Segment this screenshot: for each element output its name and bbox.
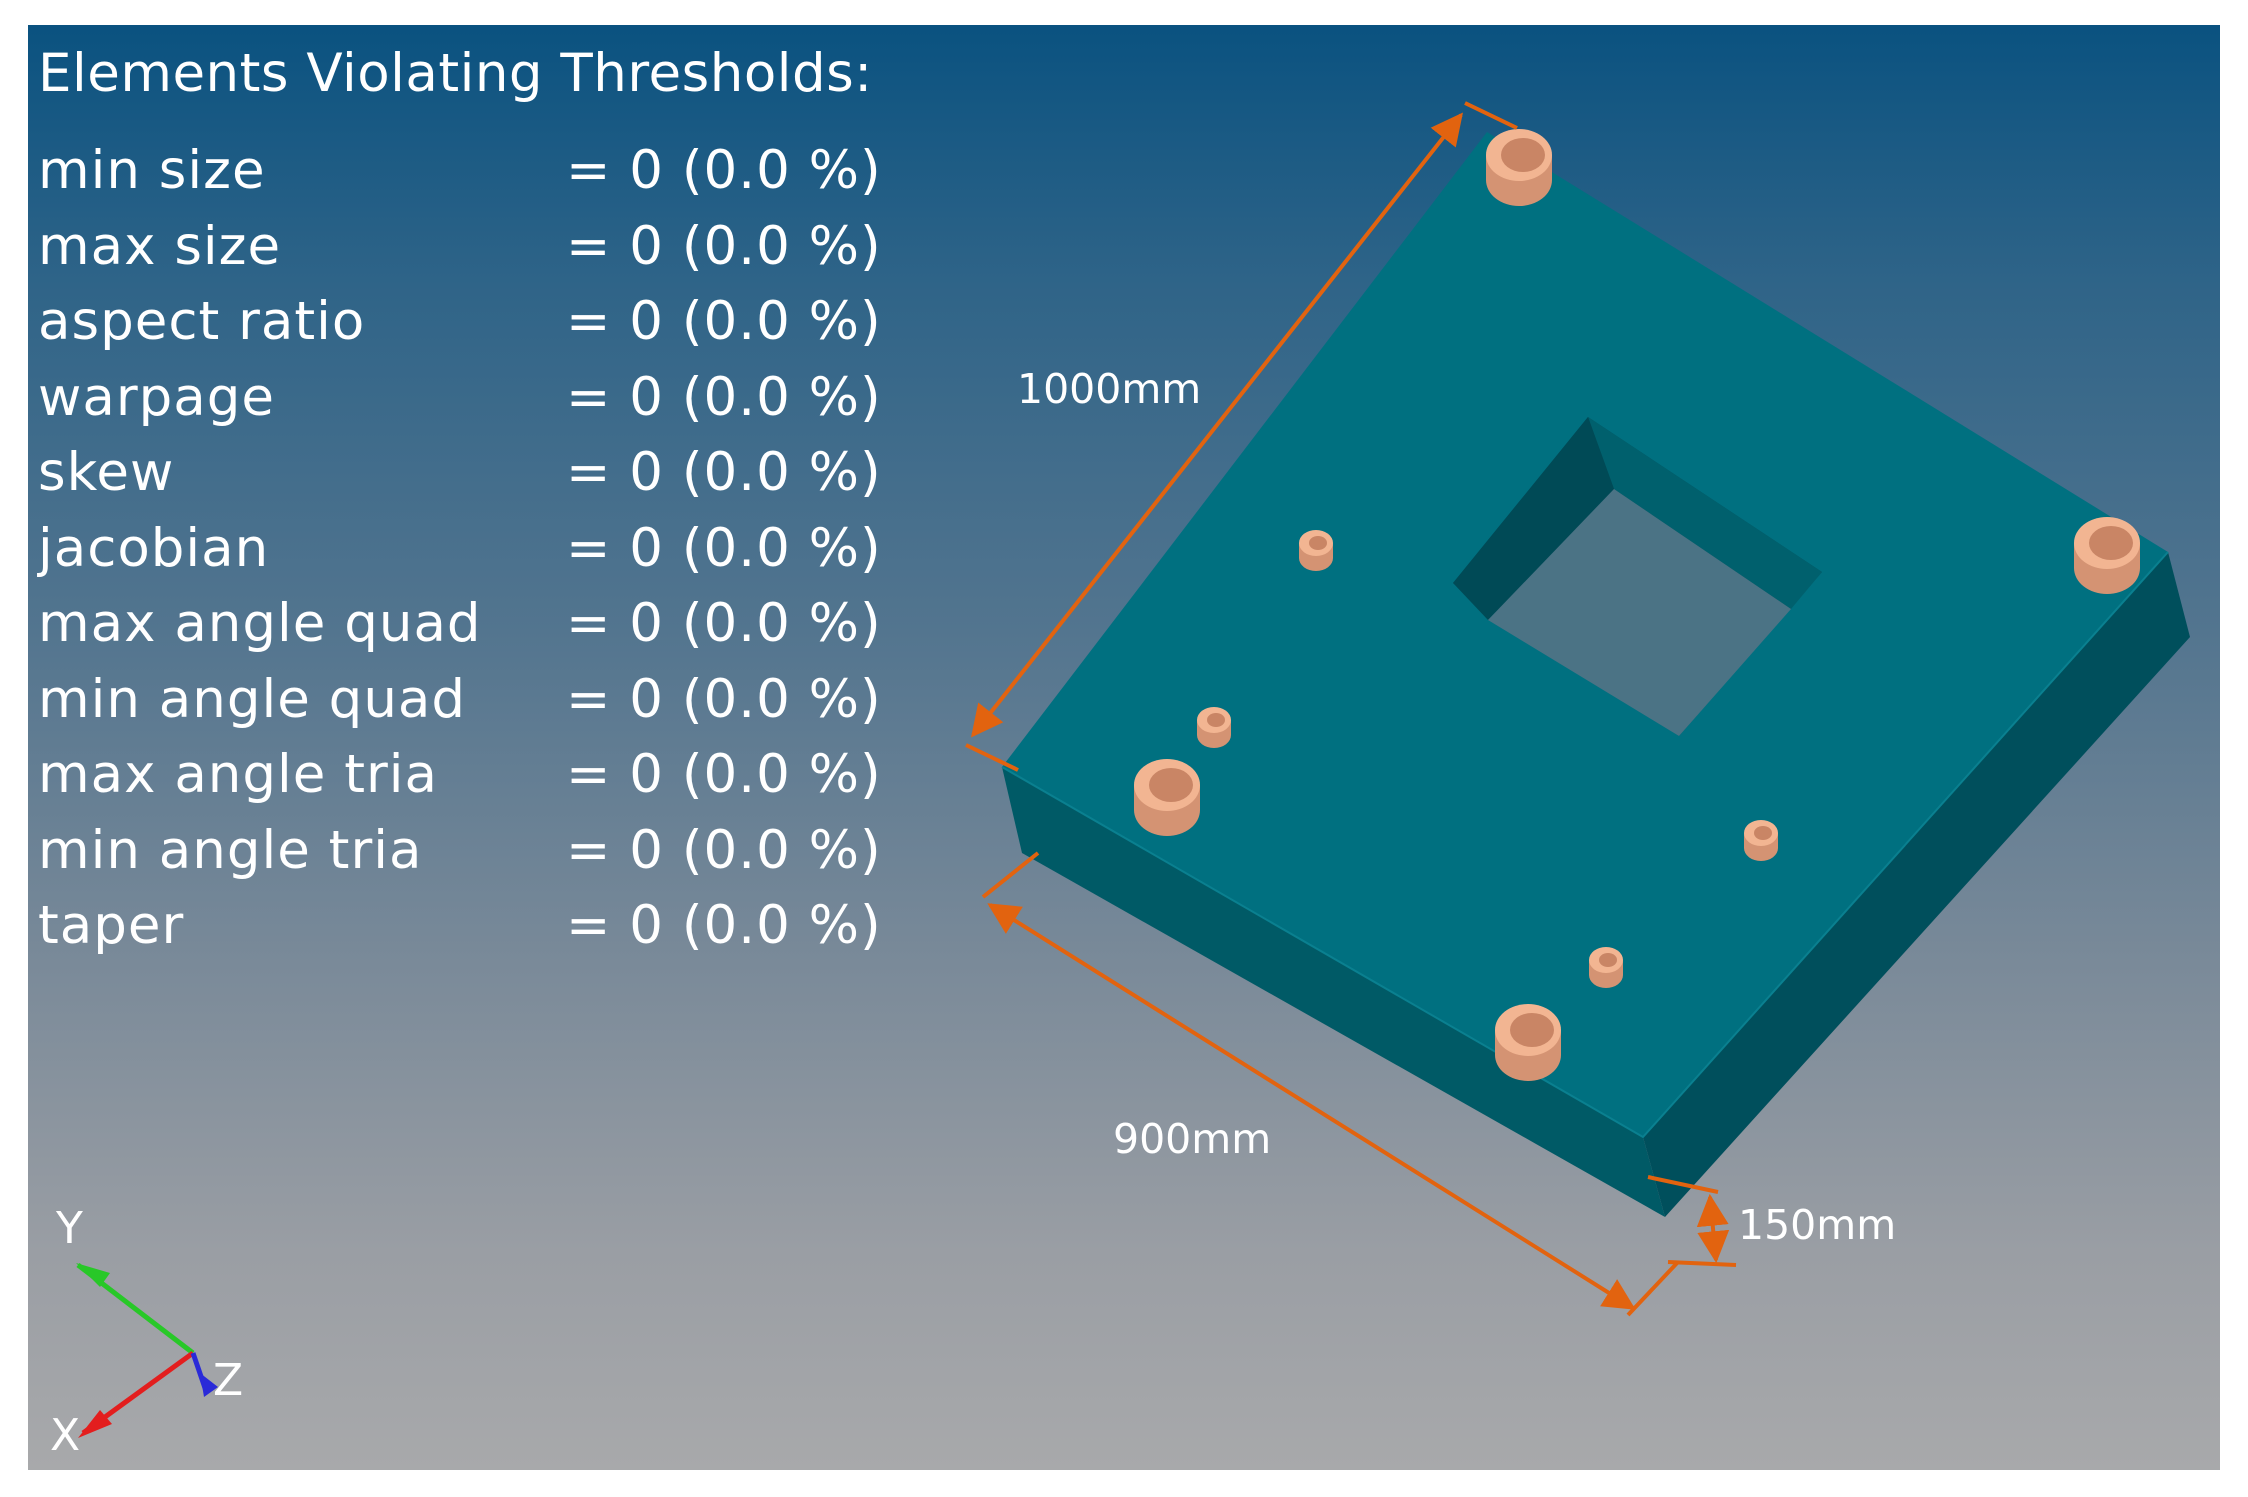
dimension-thickness: [1647, 1175, 1737, 1267]
boss-large-left: [1134, 759, 1200, 836]
axis-y-label: Y: [56, 1203, 83, 1254]
boss-large-right: [2074, 517, 2140, 594]
report-row-value: = 0 (0.0 %): [566, 895, 882, 956]
report-row-value: = 0 (0.0 %): [566, 366, 882, 428]
square-hole: [1453, 417, 1822, 736]
report-row-value: = 0 (0.0 %): [566, 819, 882, 881]
axis-z-label: Z: [213, 1355, 244, 1406]
report-row-label: min angle quad: [38, 668, 467, 730]
report-row-label: max angle tria: [38, 744, 438, 805]
report-row-label: max size: [38, 215, 282, 277]
dimension-length: [965, 101, 1518, 772]
report-row-label: jacobian: [38, 517, 270, 579]
report-row-value: = 0 (0.0 %): [566, 215, 882, 277]
plate-right-face: [1643, 552, 2190, 1217]
report-row-value: = 0 (0.0 %): [566, 744, 882, 805]
report-row-value: = 0 (0.0 %): [566, 140, 882, 201]
dimension-thickness-label: 150mm: [1738, 1201, 1897, 1249]
dimension-width-label: 900mm: [1113, 1115, 1272, 1163]
report-row-label: min size: [38, 140, 266, 201]
model-scene[interactable]: [28, 25, 2220, 1470]
report-row-label: aspect ratio: [38, 291, 366, 352]
report-title: Elements Violating Thresholds:: [38, 43, 873, 104]
report-row-value: = 0 (0.0 %): [566, 291, 882, 352]
report-row-value: = 0 (0.0 %): [566, 517, 882, 579]
report-row-label: max angle quad: [38, 593, 482, 654]
report-row-label: skew: [38, 442, 175, 503]
boss-small-4: [1589, 947, 1623, 988]
boss-small-2: [1197, 707, 1231, 748]
dimension-width: [981, 851, 1680, 1317]
boss-small-3: [1744, 820, 1778, 861]
report-row-label: min angle tria: [38, 819, 423, 881]
boss-large-bottom: [1495, 1004, 1561, 1081]
report-row-value: = 0 (0.0 %): [566, 593, 882, 654]
report-row-label: warpage: [38, 366, 275, 428]
plate-edge: [1001, 551, 2169, 1139]
axis-x-label: X: [50, 1410, 81, 1461]
dimension-length-label: 1000mm: [1017, 365, 1202, 413]
report-row-value: = 0 (0.0 %): [566, 442, 882, 503]
axis-triad: [76, 1263, 218, 1438]
report-row-label: taper: [38, 895, 185, 956]
boss-small-1: [1299, 530, 1333, 571]
boss-large-top: [1486, 129, 1552, 206]
graphics-viewport[interactable]: Elements Violating Thresholds: min size =…: [28, 25, 2220, 1470]
report-row-value: = 0 (0.0 %): [566, 668, 882, 730]
